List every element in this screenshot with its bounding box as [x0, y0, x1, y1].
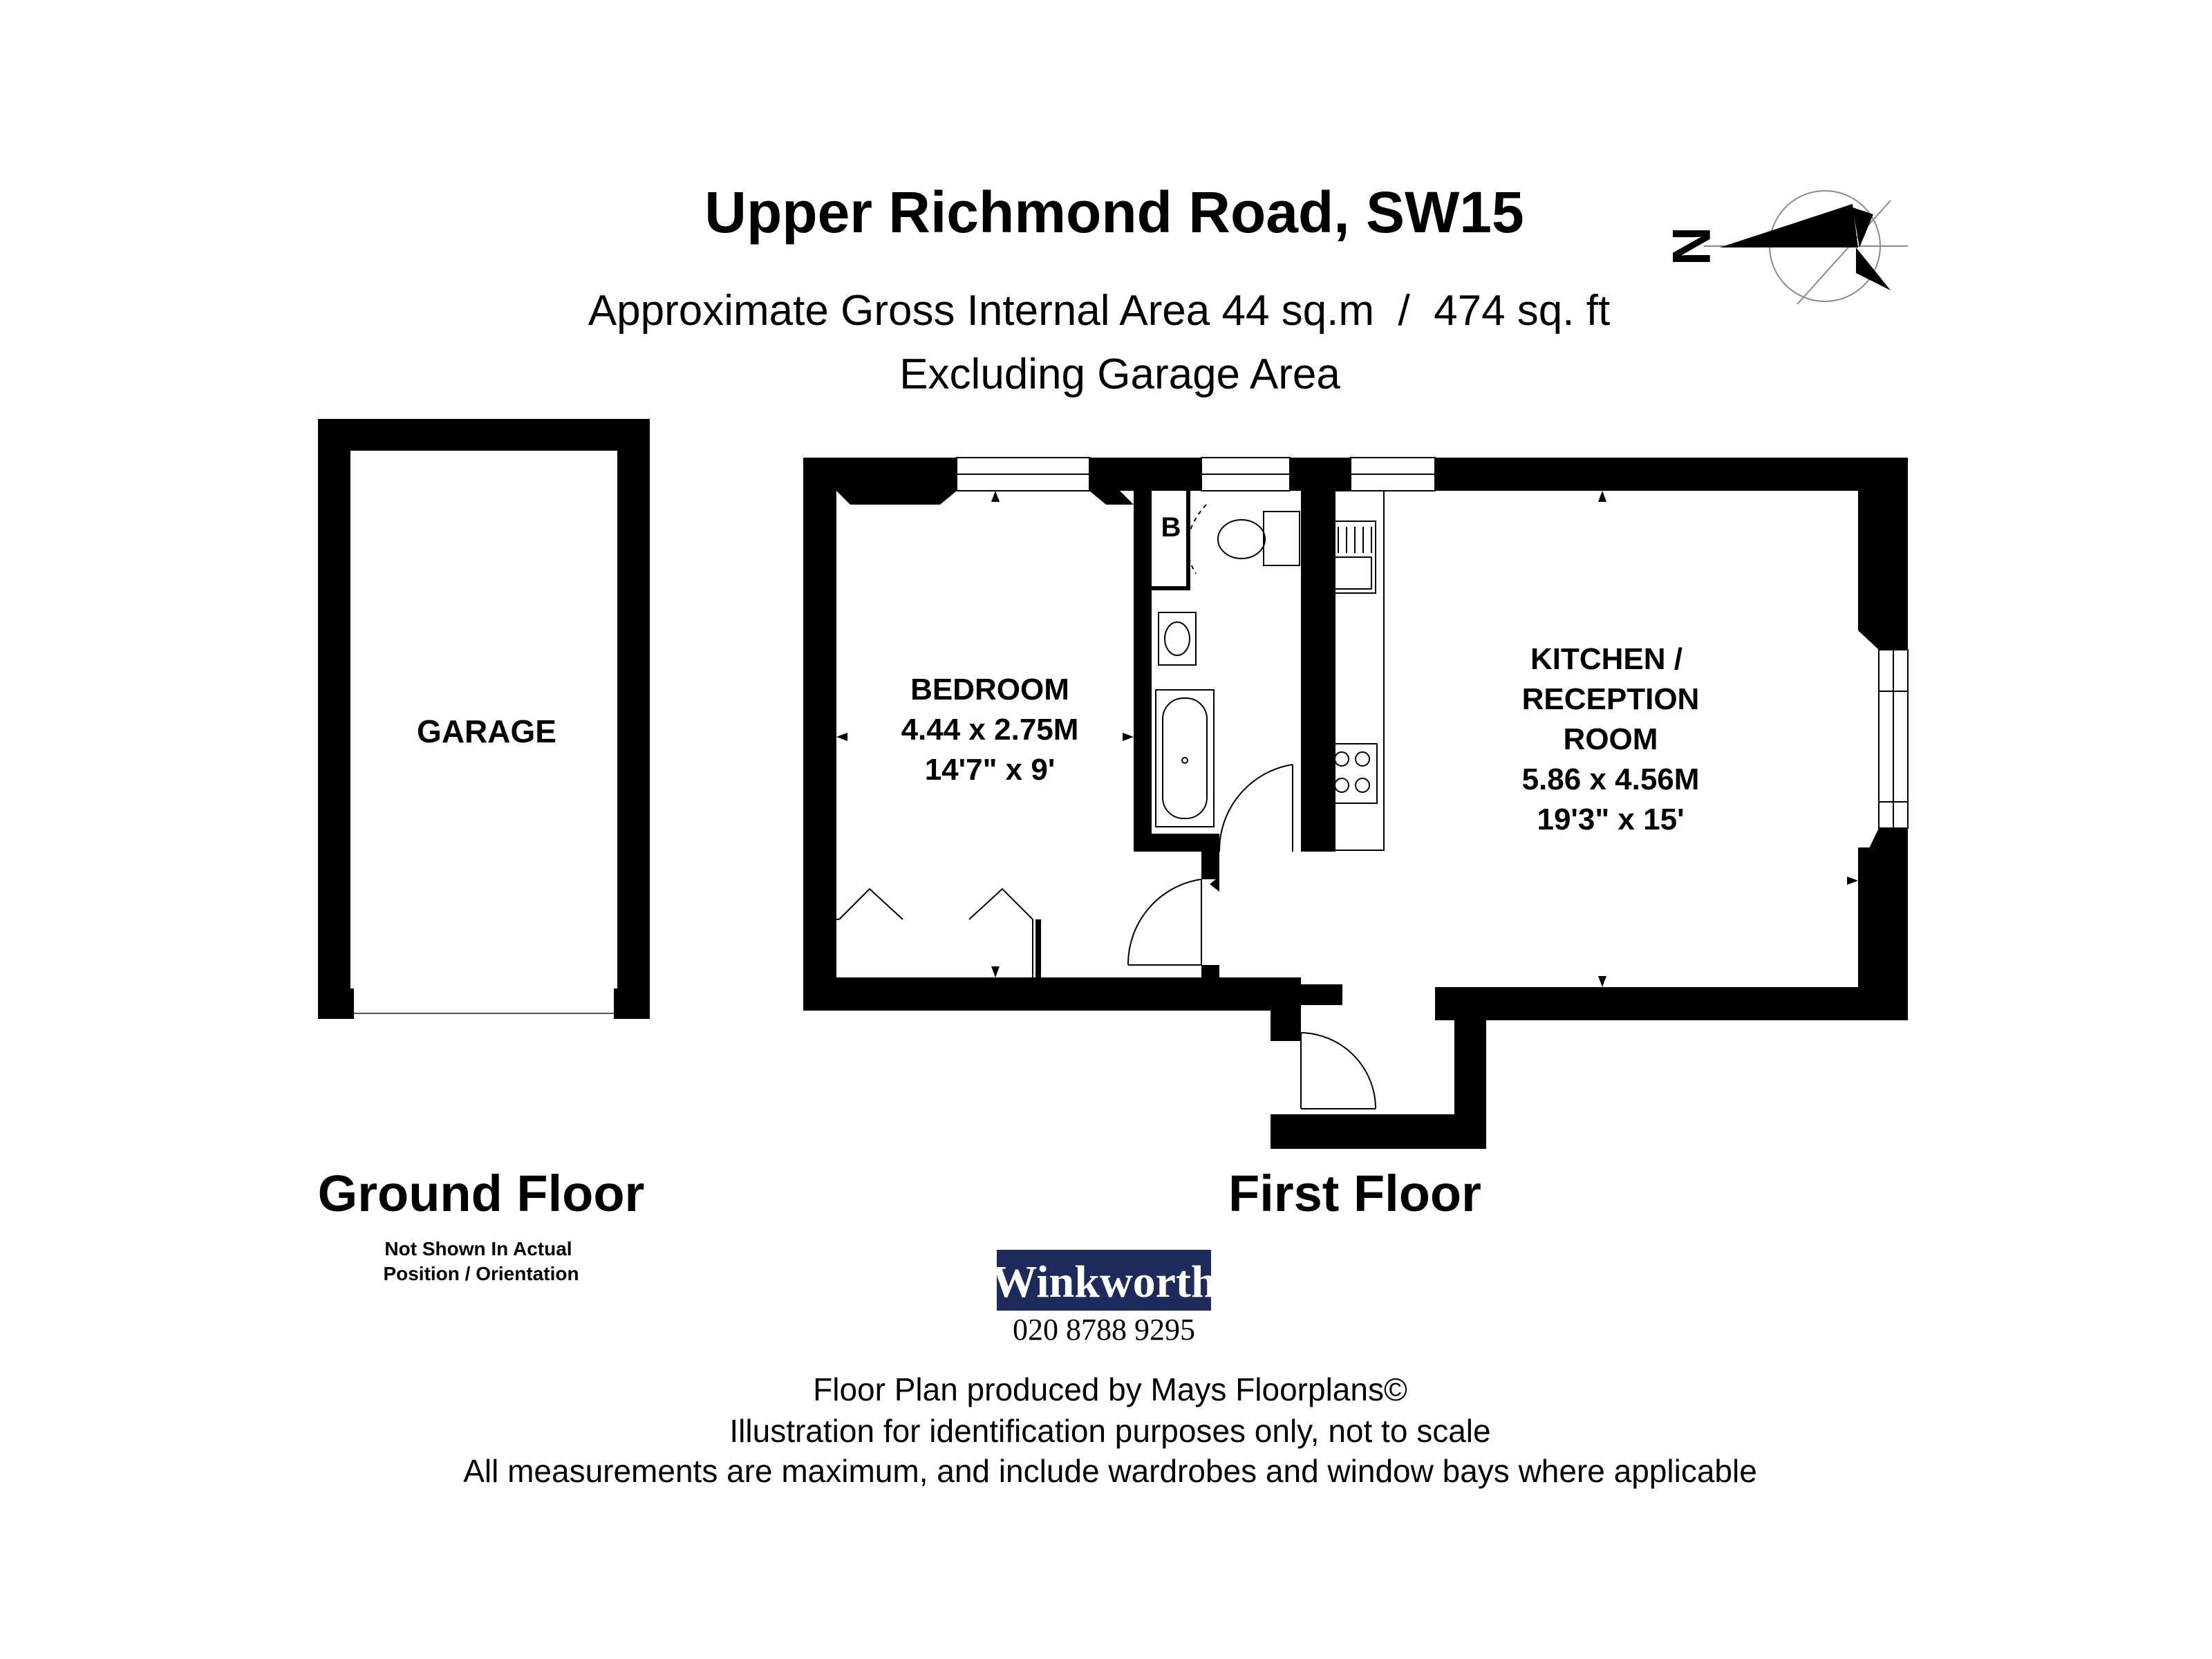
dimension-arrows	[836, 491, 1858, 987]
brand-logo-box	[997, 1250, 1211, 1311]
area-line: Approximate Gross Internal Area 44 sq.m …	[588, 287, 1610, 335]
garage-plan	[318, 419, 650, 1019]
bathtub-icon	[1155, 689, 1215, 827]
entrance-door-icon	[1300, 1032, 1376, 1109]
boiler-label: B	[1161, 512, 1181, 543]
garage-label: GARAGE	[417, 713, 556, 749]
first-floor-label: First Floor	[1228, 1165, 1481, 1222]
brand-name: Winkworth	[991, 1257, 1216, 1307]
garage-note-line2: Position / Orientation	[383, 1263, 579, 1284]
bedroom-name: BEDROOM	[910, 673, 1069, 706]
basin-icon	[1158, 612, 1197, 666]
kitchen-name-line2: RECEPTION	[1522, 682, 1700, 716]
ground-floor-label: Ground Floor	[318, 1165, 645, 1222]
north-compass-icon	[1704, 190, 1908, 305]
bathroom-door-icon	[1218, 764, 1293, 852]
brand-phone: 020 8788 9295	[1013, 1313, 1195, 1347]
bedroom-metric: 4.44 x 2.75M	[901, 713, 1079, 747]
toilet-icon	[1187, 504, 1300, 574]
plan-title: Upper Richmond Road, SW15	[704, 180, 1524, 245]
garage-note-line1: Not Shown In Actual	[384, 1238, 572, 1259]
kitchen-counter	[1320, 490, 1385, 851]
footer-line1: Floor Plan produced by Mays Floorplans©	[813, 1371, 1407, 1407]
area-note: Excluding Garage Area	[899, 350, 1340, 398]
kitchen-imperial: 19'3" x 15'	[1537, 803, 1684, 836]
first-floor-plan	[803, 457, 1909, 1149]
sink-icon	[1328, 521, 1376, 594]
kitchen-name-line3: ROOM	[1564, 722, 1658, 756]
north-label: N	[1661, 227, 1722, 265]
kitchen-name-line1: KITCHEN /	[1530, 642, 1683, 676]
footer-line3: All measurements are maximum, and includ…	[463, 1453, 1757, 1489]
kitchen-metric: 5.86 x 4.56M	[1522, 762, 1700, 796]
hob-icon	[1327, 743, 1378, 804]
bedroom-door-icon	[1127, 877, 1219, 966]
bedroom-imperial: 14'7" x 9'	[925, 753, 1056, 787]
wardrobe-icon	[836, 888, 1041, 977]
footer-line2: Illustration for identification purposes…	[729, 1413, 1490, 1449]
